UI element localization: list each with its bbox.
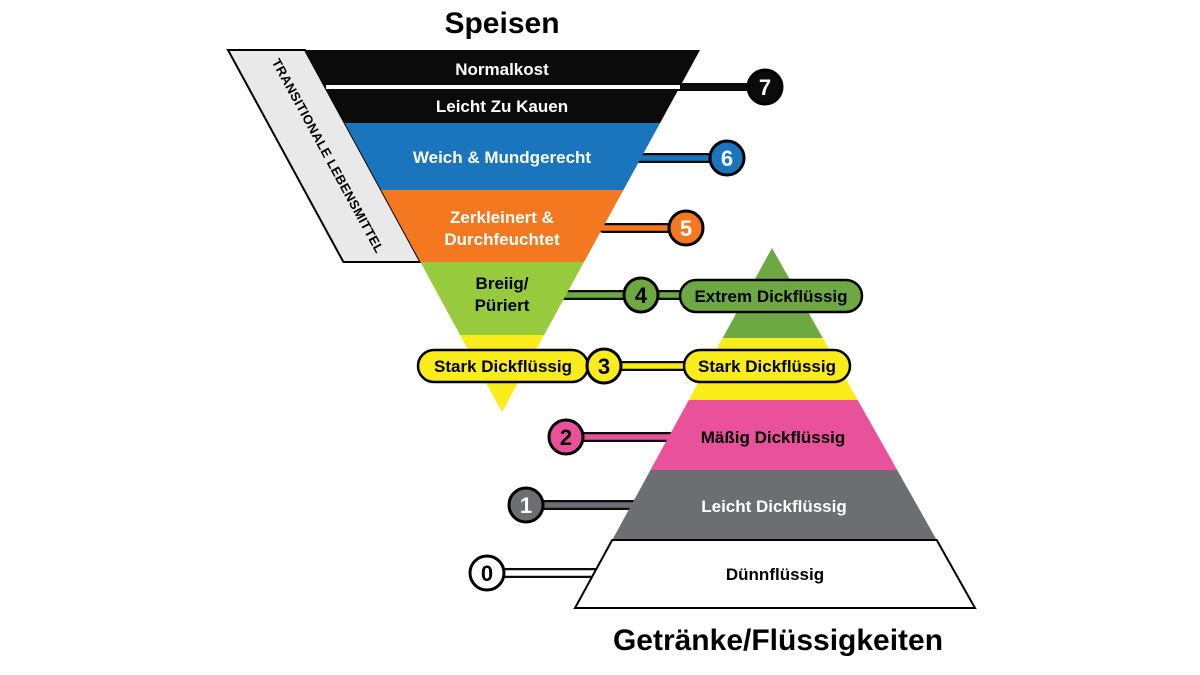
level-4-badge-number: 4 — [635, 283, 648, 308]
level-3-badge — [585, 347, 623, 385]
level-0-badge-number: 0 — [481, 561, 493, 586]
drink-level-2-section — [650, 400, 898, 470]
food-pyramid — [305, 50, 700, 412]
food-level-7a-label: Normalkost — [455, 60, 549, 79]
food-level-5-label-line1: Zerkleinert & — [450, 208, 554, 227]
food-level-7b-label: Leicht Zu Kauen — [436, 97, 568, 116]
drink-level-3-pill — [682, 348, 852, 384]
level-0-badge — [468, 554, 506, 592]
level-2-badge-number: 2 — [560, 425, 572, 450]
level-6-badge-number: 6 — [721, 146, 733, 171]
level-7-badge — [746, 68, 784, 106]
food-level-6-section — [344, 123, 661, 190]
level-1-badge — [507, 486, 545, 524]
drink-level-2-label: Mäßig Dickflüssig — [701, 428, 846, 447]
food-level-5-section — [381, 190, 624, 262]
level-3-badge-number: 3 — [598, 354, 610, 379]
level-4-badge — [622, 276, 660, 314]
level-5-badge — [667, 209, 705, 247]
level-1-badge-number: 1 — [520, 493, 532, 518]
level-7-badge-number: 7 — [759, 75, 771, 100]
drink-level-4-label: Extrem Dickflüssig — [694, 287, 847, 306]
drink-level-0-label: Dünnflüssig — [726, 565, 824, 584]
food-level-6-label: Weich & Mundgerecht — [413, 148, 592, 167]
drink-level-1-label: Leicht Dickflüssig — [701, 497, 846, 516]
drink-level-1-section — [612, 470, 937, 540]
food-level-4-label-line2: Püriert — [475, 296, 530, 315]
level-6-badge — [708, 139, 746, 177]
level-2-badge — [547, 418, 585, 456]
foods-title: Speisen — [444, 7, 559, 40]
food-level-4-label-line1: Breiig/ — [476, 274, 529, 293]
drink-level-4-pill — [678, 278, 864, 314]
level-5-badge-number: 5 — [680, 216, 692, 241]
drinks-title: Getränke/Flüssigkeiten — [613, 624, 943, 657]
food-level-5-label-line2: Durchfeuchtet — [444, 230, 560, 249]
drink-level-0-section — [573, 539, 977, 609]
food-level-3-label: Stark Dickflüssig — [434, 357, 572, 376]
level-badges: 7 6 5 4 3 2 1 0 — [468, 68, 784, 592]
drink-level-3-label: Stark Dickflüssig — [698, 357, 836, 376]
food-level-4-section — [420, 262, 584, 335]
